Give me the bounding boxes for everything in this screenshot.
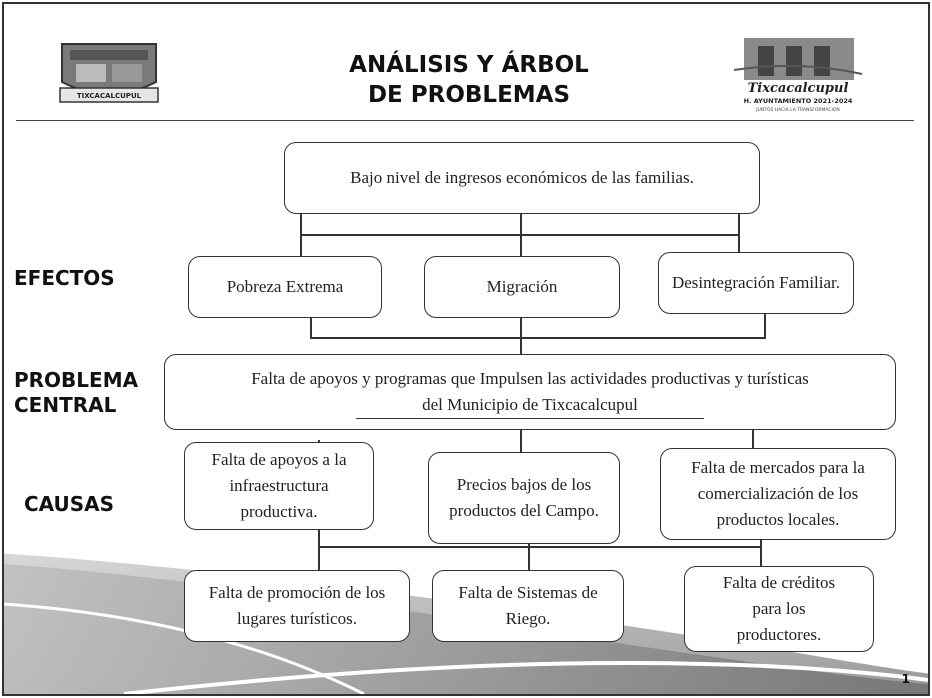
municipal-seal-logo: TIXCACALCUPUL	[56, 34, 162, 106]
title-line-2: DE PROBLEMAS	[367, 82, 571, 108]
connector-line	[764, 314, 766, 338]
effect-box: Pobreza Extrema	[188, 256, 382, 318]
title-line-1: ANÁLISIS Y ÁRBOL	[349, 52, 589, 78]
svg-text:TIXCACALCUPUL: TIXCACALCUPUL	[77, 92, 142, 100]
svg-text:H. AYUNTAMIENTO 2021-2024: H. AYUNTAMIENTO 2021-2024	[744, 97, 853, 105]
sub-cause-box: Falta de Sistemas de Riego.	[432, 570, 624, 642]
connector-line	[318, 546, 762, 548]
page-number: 1	[901, 672, 910, 686]
connector-line	[318, 528, 320, 572]
central-problem-line-1: Falta de apoyos y programas que Impulsen…	[251, 368, 809, 388]
label-problema-line-1: PROBLEMA	[14, 368, 139, 392]
connector-line	[310, 318, 312, 338]
cause-box: Falta de apoyos a la infraestructura pro…	[184, 442, 374, 530]
cause-box: Falta de mercados para la comercializaci…	[660, 448, 896, 540]
connector-line	[300, 234, 740, 236]
sub-cause-box: Falta de créditos para los productores.	[684, 566, 874, 652]
connector-line	[760, 540, 762, 568]
central-problem-line-2: del Municipio de Tixcacalcupul	[356, 392, 704, 419]
label-efectos: EFECTOS	[14, 266, 115, 290]
svg-text:JUNTOS HACIA LA TRANSFORMACIÓN: JUNTOS HACIA LA TRANSFORMACIÓN	[755, 106, 840, 113]
slide-title: ANÁLISIS Y ÁRBOL DE PROBLEMAS	[304, 50, 634, 110]
effect-box: Migración	[424, 256, 620, 318]
effect-box: Desintegración Familiar.	[658, 252, 854, 314]
header-divider	[16, 120, 914, 121]
ayuntamiento-logo: Tixcacalcupul H. AYUNTAMIENTO 2021-2024 …	[728, 30, 868, 114]
central-problem-box: Falta de apoyos y programas que Impulsen…	[164, 354, 896, 430]
svg-text:Tixcacalcupul: Tixcacalcupul	[748, 81, 849, 96]
connector-line	[310, 337, 766, 339]
connector-line	[520, 318, 522, 354]
label-causas: CAUSAS	[24, 492, 115, 516]
top-effect-box: Bajo nivel de ingresos económicos de las…	[284, 142, 760, 214]
cause-box: Precios bajos de los productos del Campo…	[428, 452, 620, 544]
sub-cause-box: Falta de promoción de los lugares turíst…	[184, 570, 410, 642]
connector-line	[528, 542, 530, 572]
label-problema-line-2: CENTRAL	[14, 393, 117, 417]
label-problema-central: PROBLEMA CENTRAL	[14, 368, 138, 418]
